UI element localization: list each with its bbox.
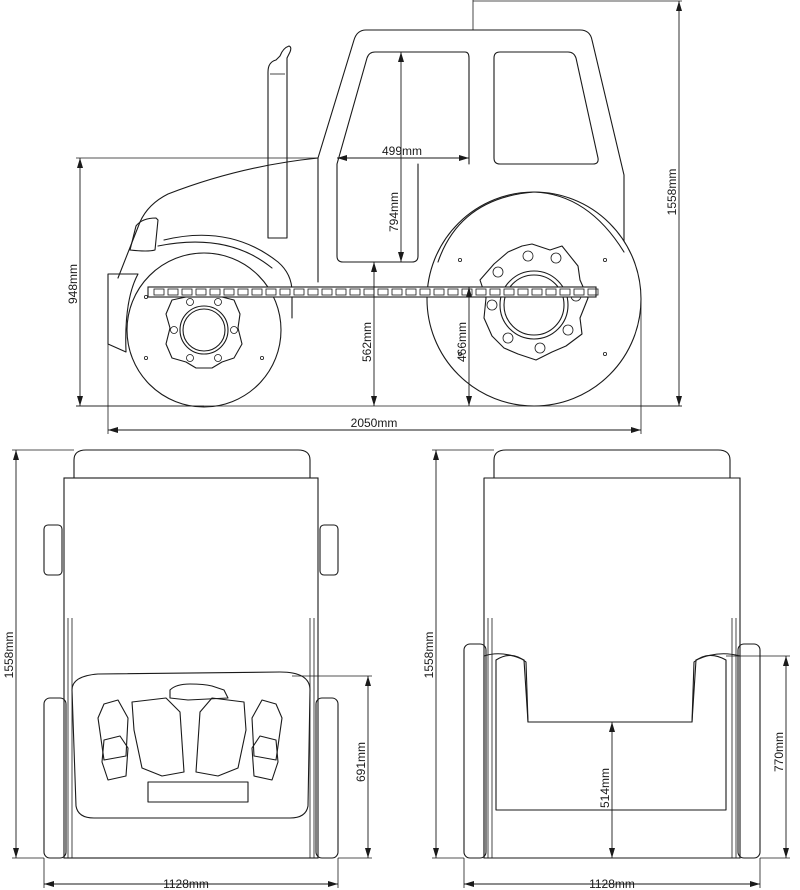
platform-slat <box>279 288 291 296</box>
dimension-platform-height: 562mm <box>360 262 377 406</box>
rear-right-wheel <box>737 643 761 859</box>
platform-slat <box>587 288 599 296</box>
rear-bed-cutout <box>495 654 727 811</box>
cab <box>317 29 625 263</box>
label-grille-height: 691mm <box>354 742 368 782</box>
platform-slat <box>153 288 165 296</box>
platform-slat <box>265 288 277 296</box>
slatted-platform <box>147 286 599 298</box>
rear-view: 1558mm 770mm 514mm 1128mm <box>422 449 790 890</box>
rear-wheel <box>426 191 642 407</box>
platform-slat <box>377 288 389 296</box>
label-rear-height: 1558mm <box>422 632 436 679</box>
label-cab-door-width: 499mm <box>382 144 422 158</box>
rear-left-wheel <box>463 643 487 859</box>
platform-slat <box>391 288 403 296</box>
label-platform-height: 562mm <box>360 322 374 362</box>
exhaust-pipe <box>267 45 292 239</box>
label-door-height: 794mm <box>387 192 401 232</box>
front-wheel <box>126 252 282 408</box>
platform-slat <box>237 288 249 296</box>
dimension-rear-width: 1128mm <box>463 858 761 890</box>
platform-slat <box>335 288 347 296</box>
label-front-height: 1558mm <box>2 632 16 679</box>
platform-slat <box>321 288 333 296</box>
dimension-side-height: 770mm <box>726 655 790 859</box>
platform-slat <box>251 288 263 296</box>
dimension-cab-door-width: 499mm <box>337 144 469 161</box>
platform-slat <box>167 288 179 296</box>
label-bed-height: 514mm <box>598 768 612 808</box>
platform-slat <box>517 288 529 296</box>
platform-slat <box>447 288 459 296</box>
platform-slat <box>405 288 417 296</box>
dimension-front-width: 1128mm <box>43 858 339 890</box>
platform-slat <box>545 288 557 296</box>
platform-slat <box>475 288 487 296</box>
dimension-front-height: 1558mm <box>2 449 74 859</box>
front-bumper <box>107 273 139 353</box>
dimension-rear-height: 1558mm <box>422 449 494 859</box>
front-right-wheel <box>315 697 339 859</box>
cab-roof <box>73 449 311 479</box>
platform-slat <box>293 288 305 296</box>
dimension-rear-axle-height: 466mm <box>455 287 472 406</box>
platform-slat <box>223 288 235 296</box>
platform-slat <box>559 288 571 296</box>
label-hood-height: 948mm <box>66 264 80 304</box>
front-view: 1558mm 691mm 1128mm <box>2 449 372 890</box>
label-rear-axle-height: 466mm <box>455 322 469 362</box>
hood <box>117 157 319 319</box>
front-left-wheel <box>43 697 67 859</box>
label-side-height: 770mm <box>772 732 786 772</box>
platform-slat <box>209 288 221 296</box>
rear-cab-roof <box>493 449 731 479</box>
label-total-height: 1558mm <box>665 169 679 216</box>
label-front-width: 1128mm <box>163 877 209 890</box>
platform-slat <box>573 288 585 296</box>
dimension-total-length: 2050mm <box>107 300 642 434</box>
platform-slat <box>503 288 515 296</box>
dimension-bed-height: 514mm <box>598 722 615 858</box>
front-grille <box>71 671 311 819</box>
platform-slat <box>433 288 445 296</box>
label-rear-width: 1128mm <box>589 877 635 890</box>
platform-slat <box>195 288 207 296</box>
dimension-door-height: 794mm <box>387 52 404 262</box>
platform-slat <box>489 288 501 296</box>
label-total-length: 2050mm <box>351 416 398 430</box>
platform-slat <box>349 288 361 296</box>
right-mirror <box>319 524 339 576</box>
platform-slat <box>181 288 193 296</box>
left-mirror <box>43 524 63 576</box>
platform-slat <box>531 288 543 296</box>
platform-slat <box>307 288 319 296</box>
dimension-grille-height: 691mm <box>292 675 372 859</box>
side-view: 499mm 794mm 1558mm 948mm <box>66 0 682 434</box>
platform-slat <box>419 288 431 296</box>
